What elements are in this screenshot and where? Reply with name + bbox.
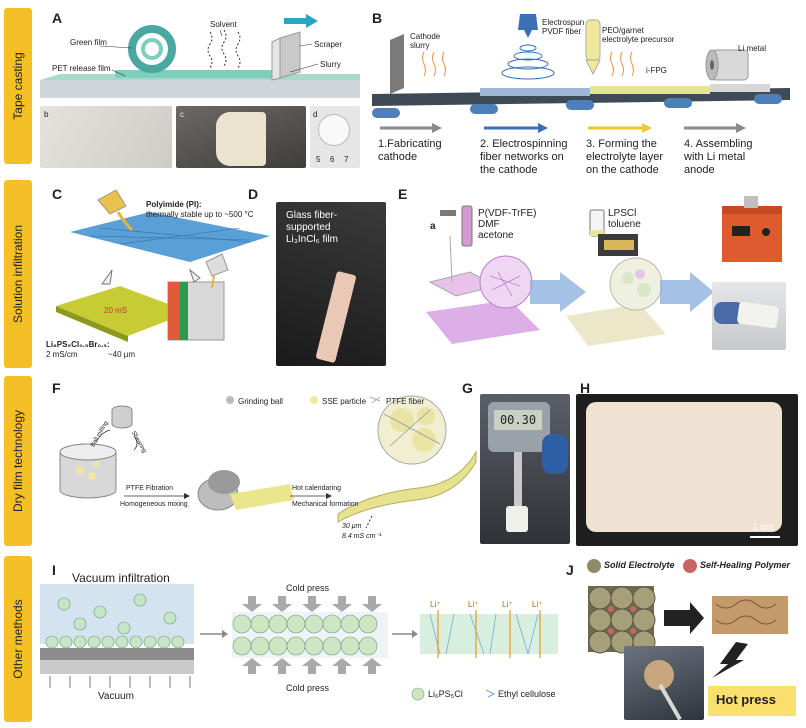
pvdf-solution-label: P(VDF-TrFE) DMF acetone: [478, 208, 537, 241]
mechanical-formation-label: Mechanical formation: [292, 501, 359, 508]
ruler-mark-6: 6: [330, 155, 335, 164]
scale-label: 1 cm: [752, 522, 774, 533]
homogeneous-mixing-label: Homogeneous mixing: [120, 501, 188, 508]
panel-e-label: E: [398, 186, 408, 202]
row-band-tape-casting: Tape casting: [4, 8, 32, 164]
photo-j: [624, 646, 704, 721]
step-4-label: 4. Assembling with Li metal anode: [684, 138, 753, 176]
panel-j-label: J: [566, 562, 574, 578]
legend-grinding-ball: Grinding ball: [238, 397, 283, 406]
panel-c-label: C: [52, 186, 63, 202]
electrolyte-formula: Li₆PS₅Cl₀.₅Br₀.₅:: [46, 340, 110, 349]
hot-press-badge: [708, 686, 796, 716]
caliper-display: 00.30: [494, 410, 542, 430]
cold-press-bottom-label: Cold press: [286, 683, 330, 693]
inner-film-label: 20 mS: [104, 306, 128, 315]
ruler-mark-5: 5: [316, 155, 321, 164]
self-healing-polymer-label: Self-Healing Polymer: [700, 560, 791, 570]
green-film-label: Green film: [70, 38, 107, 47]
photo-h: 1 cm: [576, 394, 798, 546]
photo-d: [276, 202, 386, 366]
cathode-slurry-label: Cathode slurry: [410, 32, 441, 50]
panel-d-label: D: [248, 186, 259, 202]
film-roll-shape: [216, 112, 266, 166]
panel-i-label: I: [52, 562, 56, 578]
step-1-label: 1.Fabricating cathode: [378, 138, 442, 163]
solid-electrolyte-label: Solid Electrolyte: [604, 560, 675, 570]
solvent-label: Solvent: [210, 20, 237, 29]
sub-label-b: b: [44, 110, 49, 119]
pet-release-film-label: PET release film: [52, 64, 111, 73]
scraper-label: Scraper: [314, 40, 343, 49]
panel-h-label: H: [580, 380, 591, 396]
li-metal-label: Li metal: [738, 44, 767, 53]
panel-f-label: F: [52, 380, 61, 396]
glove-shape: [714, 302, 744, 324]
caliper-shaft: [514, 452, 522, 512]
peo-garnet-label: PEO/garnet electrolyte precursor: [602, 26, 675, 44]
ifpg-label: i-FPG: [646, 66, 667, 75]
hot-calendaring-label: Hot calendaring: [292, 485, 342, 492]
spec-conductivity: 8.4 mS cm⁻¹: [342, 533, 382, 540]
legend-lpscl-label: Li₆PS₅Cl: [428, 689, 463, 699]
ptfe-fibration-label: PTFE Fibration: [126, 485, 174, 492]
conductivity-label: 2 mS/cm: [46, 350, 78, 359]
legend-ptfe-fiber: PTFE fiber: [386, 397, 425, 406]
dry-film-sheet: [586, 402, 782, 532]
vacuum-infiltration-label: Vacuum infiltration: [72, 571, 170, 585]
li-ion-label-3: Li⁺: [502, 600, 513, 609]
step-3-label: 3. Forming the electrolyte layer on the …: [586, 138, 664, 176]
li-ion-label-4: Li⁺: [532, 600, 543, 609]
li-ion-label-1: Li⁺: [430, 600, 441, 609]
panel-a-label: A: [52, 10, 63, 26]
ruler-mark-7: 7: [344, 155, 349, 164]
electrospun-label: Electrospun PVDF fiber: [542, 18, 585, 36]
thickness-label: ~40 μm: [108, 350, 136, 359]
photo-e-film: [712, 282, 786, 350]
legend-sse-particle: SSE particle: [322, 397, 367, 406]
spec-thickness: 30 μm: [342, 523, 362, 530]
film-disc-shape: [318, 114, 350, 146]
panel-b-label: B: [372, 10, 383, 26]
lpscl-solution-label: LPSCl toluene: [608, 208, 641, 230]
panel-g-label: G: [462, 380, 473, 396]
polyimide-desc: thermally stable up to ~500 °C: [146, 210, 254, 219]
tweezer: [658, 683, 682, 721]
film-sample: [506, 506, 528, 532]
row-band-solution-infiltration: Solution infiltration: [4, 180, 32, 368]
step-2-label: 2. Electrospinning fiber networks on the…: [480, 138, 568, 176]
sub-label-c: c: [180, 110, 184, 119]
vacuum-label: Vacuum: [98, 691, 134, 702]
photo-a-c: [176, 106, 306, 168]
photo-g: 00.30: [480, 394, 570, 544]
hot-press-label: Hot press: [716, 692, 776, 707]
li-ion-label-2: Li⁺: [468, 600, 479, 609]
row-band-dry-film: Dry film technology: [4, 376, 32, 546]
glass-fiber-label: Glass fiber- supported Li₃InCl₆ film: [286, 210, 339, 245]
photo-a-d: [310, 106, 360, 168]
sub-label-d: d: [313, 110, 318, 119]
cold-press-top-label: Cold press: [286, 583, 330, 593]
scale-bar: [750, 536, 780, 538]
glove-shape: [542, 434, 568, 474]
legend-ethyl-cellulose-label: Ethyl cellulose: [498, 689, 556, 699]
photo-a-b: [40, 106, 172, 168]
row-band-other-methods: Other methods: [4, 556, 32, 722]
sub-label-e-a: a: [430, 221, 436, 232]
polyimide-title: Polyimide (PI):: [146, 200, 202, 209]
slurry-label: Slurry: [320, 60, 341, 69]
